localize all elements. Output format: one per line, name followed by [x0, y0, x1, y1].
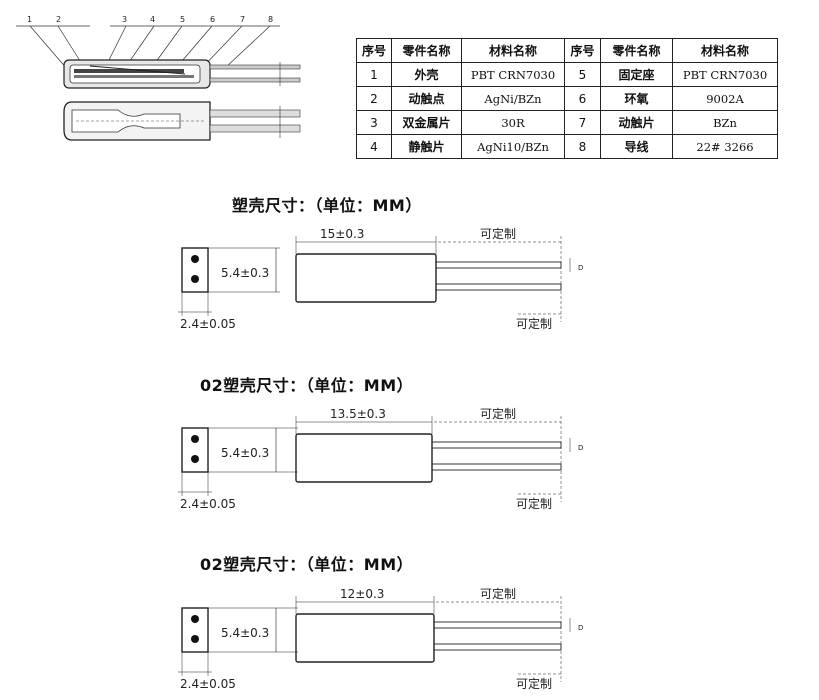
cell-part: 固定座: [600, 62, 673, 87]
d-label: D: [578, 264, 583, 272]
cell-material: AgNi/BZn: [461, 86, 565, 111]
lead-wire: [433, 621, 562, 629]
header-no: 序号: [356, 38, 392, 63]
header-material: 材料名称: [672, 38, 778, 63]
custom-lead-label: 可定制: [480, 586, 516, 601]
table-row: 1 外壳 PBT CRN7030 5 固定座 PBT CRN7030: [356, 62, 778, 87]
section-title: 02塑壳尺寸：（单位：MM）: [200, 555, 414, 574]
width-label: 2.4±0.05: [180, 317, 236, 331]
cell-no: 3: [356, 110, 392, 135]
terminal-hole: [191, 455, 199, 463]
custom-gap-label: 可定制: [516, 496, 552, 511]
dimension-drawing: 13.5±0.3 5.4±0.3 2.4±0.05 可定制 可定制 D: [178, 406, 583, 511]
terminal-hole: [191, 255, 199, 263]
dimension-drawing: 15±0.3 5.4±0.3 2.4±0.05 可定制 可定制 D: [178, 226, 583, 331]
cell-material: AgNi10/BZn: [461, 134, 565, 159]
cell-part: 双金属片: [391, 110, 462, 135]
section-view: [63, 59, 301, 89]
cell-no: 6: [564, 86, 601, 111]
height-label: 5.4±0.3: [221, 626, 269, 640]
end-view-outline: [181, 607, 209, 653]
width-label: 2.4±0.05: [180, 497, 236, 511]
cell-material: PBT CRN7030: [672, 62, 778, 87]
callout-2: 2: [56, 15, 61, 24]
shell-body: [295, 613, 435, 663]
shell-body: [295, 253, 437, 303]
cell-material: 30R: [461, 110, 565, 135]
callout-8: 8: [268, 15, 273, 24]
cell-no: 8: [564, 134, 601, 159]
terminal-hole: [191, 635, 199, 643]
height-label: 5.4±0.3: [221, 266, 269, 280]
cell-no: 5: [564, 62, 601, 87]
terminal-hole: [191, 275, 199, 283]
header-part: 零件名称: [600, 38, 673, 63]
cell-no: 7: [564, 110, 601, 135]
end-view-outline: [181, 247, 209, 293]
leader-lines: [16, 25, 280, 71]
d-label: D: [578, 444, 583, 452]
callout-5: 5: [180, 15, 185, 24]
cell-part: 动触片: [600, 110, 673, 135]
section-title: 02塑壳尺寸：（单位：MM）: [200, 376, 414, 395]
top-view: [63, 101, 301, 141]
height-label: 5.4±0.3: [221, 446, 269, 460]
callout-6: 6: [210, 15, 215, 24]
cell-part: 导线: [600, 134, 673, 159]
dimension-drawing: 12±0.3 5.4±0.3 2.4±0.05 可定制 可定制 D: [178, 586, 583, 691]
terminal-hole: [191, 435, 199, 443]
shell-body: [295, 433, 433, 483]
callout-7: 7: [240, 15, 245, 24]
lead-wire: [433, 643, 562, 651]
parts-table: 序号 零件名称 材料名称 序号 零件名称 材料名称 1 外壳 PBT CRN70…: [356, 38, 778, 159]
terminal-hole: [191, 615, 199, 623]
width-label: 2.4±0.05: [180, 677, 236, 691]
length-label: 12±0.3: [340, 587, 384, 601]
d-label: D: [578, 624, 583, 632]
cell-no: 2: [356, 86, 392, 111]
callout-3: 3: [122, 15, 127, 24]
callout-numbers: 1 2 3 4 5 6 7 8: [27, 15, 273, 24]
custom-lead-label: 可定制: [480, 406, 516, 421]
cell-material: 9002A: [672, 86, 778, 111]
table-row: 4 静触片 AgNi10/BZn 8 导线 22# 3266: [356, 134, 778, 159]
cell-material: 22# 3266: [672, 134, 778, 159]
header-no: 序号: [564, 38, 601, 63]
header-material: 材料名称: [461, 38, 565, 63]
lead-wire: [431, 463, 562, 471]
section-title: 塑壳尺寸：（单位：MM）: [232, 196, 422, 215]
assembly-drawing: 1 2 3 4 5 6 7 8: [16, 15, 301, 141]
length-label: 15±0.3: [320, 227, 364, 241]
cell-part: 静触片: [391, 134, 462, 159]
callout-4: 4: [150, 15, 155, 24]
header-part: 零件名称: [391, 38, 462, 63]
lead-wire: [435, 283, 562, 291]
cell-no: 1: [356, 62, 392, 87]
table-row: 2 动触点 AgNi/BZn 6 环氧 9002A: [356, 86, 778, 111]
cell-material: PBT CRN7030: [461, 62, 565, 87]
cell-material: BZn: [672, 110, 778, 135]
cell-no: 4: [356, 134, 392, 159]
lead-wire: [435, 261, 562, 269]
cell-part: 外壳: [391, 62, 462, 87]
cell-part: 环氧: [600, 86, 673, 111]
custom-gap-label: 可定制: [516, 676, 552, 691]
cell-part: 动触点: [391, 86, 462, 111]
table-header-row: 序号 零件名称 材料名称 序号 零件名称 材料名称: [356, 38, 778, 63]
custom-lead-label: 可定制: [480, 226, 516, 241]
custom-gap-label: 可定制: [516, 316, 552, 331]
length-label: 13.5±0.3: [330, 407, 386, 421]
end-view-outline: [181, 427, 209, 473]
table-row: 3 双金属片 30R 7 动触片 BZn: [356, 110, 778, 135]
callout-1: 1: [27, 15, 32, 24]
lead-wire: [431, 441, 562, 449]
